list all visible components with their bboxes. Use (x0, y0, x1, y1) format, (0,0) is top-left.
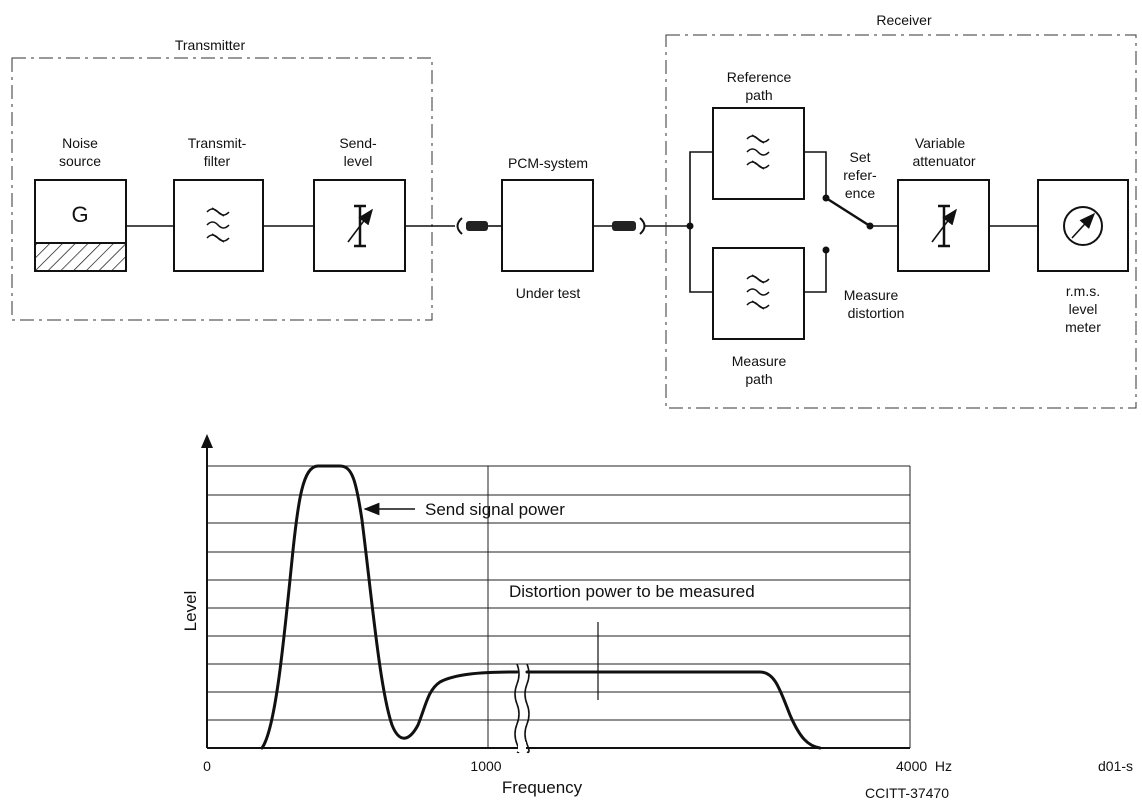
x-tick-1000: 1000 (470, 758, 501, 774)
wire-reference-contact (804, 151, 827, 198)
receiver-section: Receiver Reference path Measure path (665, 12, 1137, 409)
figure-id: d01-s (1098, 758, 1133, 774)
set-reference-label-1: Set (849, 149, 870, 165)
spectrum-curve-right (525, 670, 822, 750)
connector-right-icon (593, 217, 646, 235)
measure-contact (822, 246, 830, 254)
variable-attenuator-icon (931, 204, 957, 248)
reference-path-label-2: path (745, 87, 772, 103)
pcm-system-section: PCM-system Under test (456, 155, 690, 301)
noise-hatch-icon (34, 242, 127, 272)
y-axis-label: Level (181, 591, 200, 632)
send-signal-annotation: Send signal power (425, 500, 565, 519)
meter-dial-icon (1063, 206, 1103, 246)
pcm-system-title: PCM-system (508, 155, 588, 171)
receiver-frame (665, 34, 1137, 409)
reference-path-label-1: Reference (727, 69, 792, 85)
transmitter-title: Transmitter (175, 37, 246, 53)
send-level-label-2: level (344, 153, 373, 169)
wire-measure-contact (804, 250, 827, 293)
axis-break-gap (518, 742, 526, 752)
x-axis-label: Frequency (502, 778, 583, 797)
noise-source-label-2: source (59, 153, 101, 169)
noise-source-label-1: Noise (62, 135, 98, 151)
filter-icon (206, 207, 230, 243)
reference-filter-icon (746, 134, 770, 170)
measure-path-label-2: path (745, 371, 772, 387)
y-axis-arrow-icon (201, 434, 213, 448)
send-level-label-1: Send- (339, 135, 377, 151)
measure-distortion-label-2: distortion (848, 305, 905, 321)
send-level-block: Send- level (313, 135, 406, 272)
rms-meter-label-1: r.m.s. (1066, 283, 1100, 299)
rms-meter-label-2: level (1069, 301, 1098, 317)
set-reference-label-2: refer- (843, 167, 877, 183)
spectrum-curve (260, 464, 519, 750)
variable-attenuator-label-1: Variable (915, 135, 966, 151)
x-tick-0: 0 (203, 758, 211, 774)
measure-filter-icon (746, 274, 770, 310)
connector-left-icon (456, 217, 502, 235)
variable-attenuator-label-2: attenuator (912, 153, 975, 169)
transmitter-section: Transmitter Noise source G Transmit- fil… (11, 37, 455, 321)
x-tick-4000: 4000 Hz (896, 758, 952, 774)
spectrum-chart: Send signal power Distortion power to be… (181, 434, 952, 797)
measure-distortion-label-1: Measure (844, 287, 899, 303)
generator-symbol: G (71, 202, 88, 227)
measure-path-label-1: Measure (732, 353, 787, 369)
receiver-title: Receiver (876, 12, 932, 28)
set-reference-label-3: ence (845, 185, 876, 201)
reference-code: CCITT-37470 (865, 785, 949, 801)
wire-to-measure (689, 226, 713, 293)
pcm-under-test-label: Under test (516, 285, 581, 301)
axis-break-left (514, 663, 520, 754)
wire-to-reference (689, 151, 713, 226)
selector-switch-icon (825, 196, 871, 228)
transmit-filter-label-1: Transmit- (188, 135, 247, 151)
attenuator-icon (347, 204, 373, 248)
transmit-filter-label-2: filter (204, 153, 231, 169)
pcm-system-box (501, 179, 594, 272)
rms-meter-label-3: meter (1065, 319, 1101, 335)
axis-break-right (524, 663, 530, 754)
noise-source-block: Noise source G (34, 135, 127, 272)
chart-grid (207, 465, 911, 748)
distortion-annotation: Distortion power to be measured (509, 582, 755, 601)
transmitter-frame (11, 57, 433, 321)
transmit-filter-block: Transmit- filter (173, 135, 264, 272)
